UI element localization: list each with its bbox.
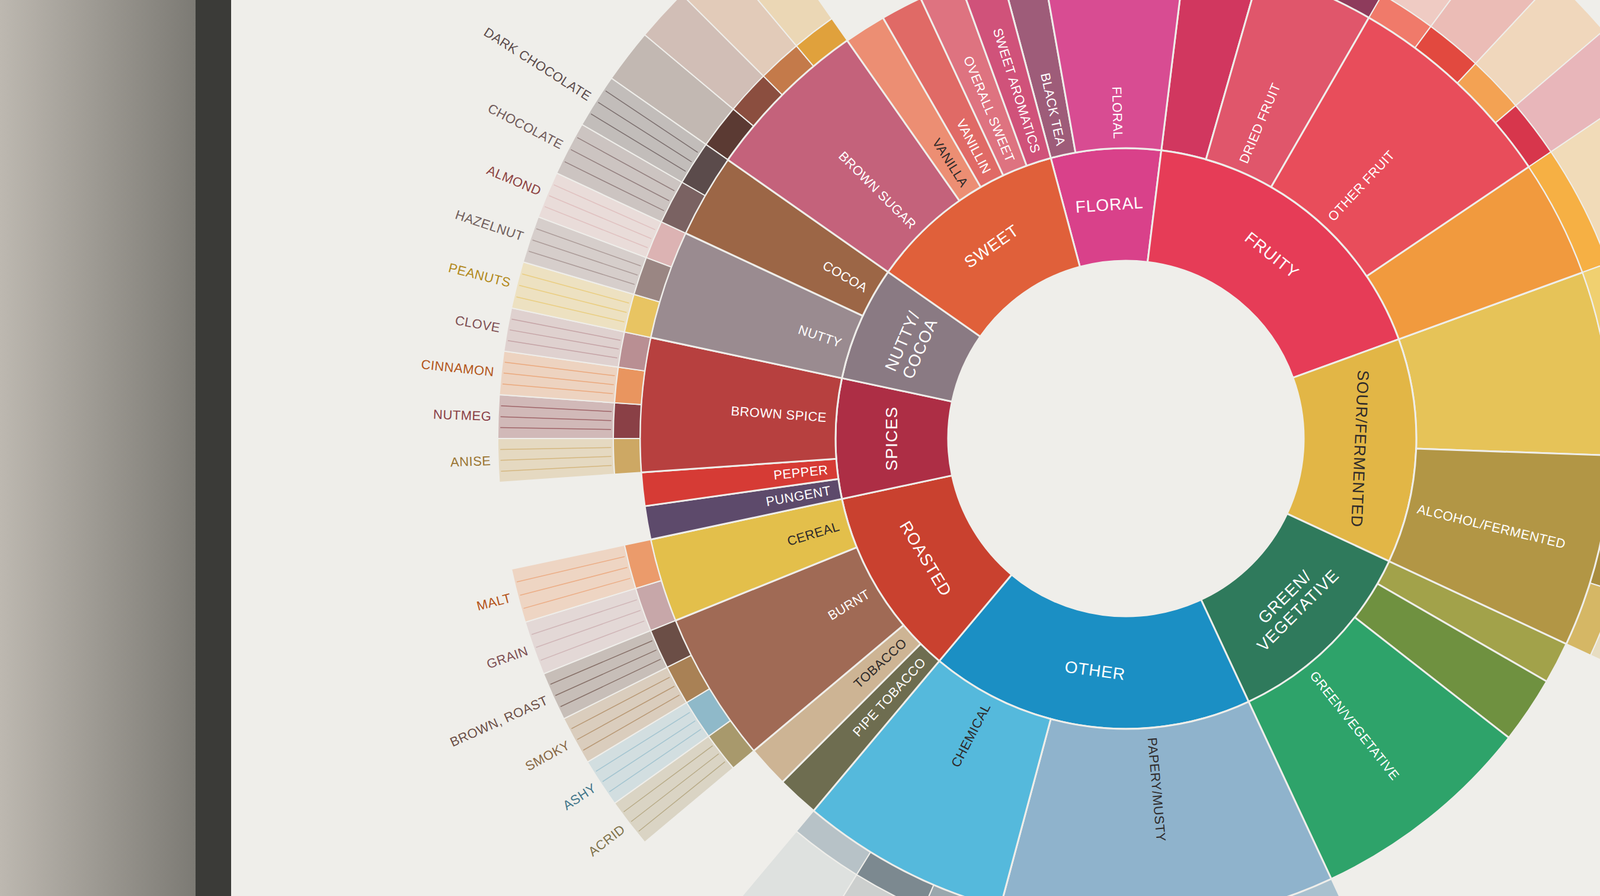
- stripe-fan: [511, 545, 636, 623]
- fan-line: [509, 330, 619, 350]
- fan-line: [560, 658, 661, 707]
- flavor-swatch-bar: [613, 402, 642, 439]
- flavor-bar: ANISE: [495, 436, 644, 485]
- segment-wedge: [1271, 17, 1529, 277]
- segment-shape: [579, 75, 731, 198]
- flavor-label: ANISE: [449, 453, 491, 470]
- fan-line: [544, 206, 648, 248]
- segment-shape: [1268, 14, 1532, 279]
- flavor-label: PEANUTS: [446, 260, 512, 291]
- fan-line: [519, 285, 627, 313]
- fan-line: [564, 161, 665, 211]
- flavor-bar: MALT: [509, 536, 664, 625]
- fan-line: [523, 578, 631, 609]
- fan-line: [500, 456, 612, 461]
- flavor-swatch-bar: [618, 331, 651, 371]
- segment-shape: [1386, 446, 1600, 647]
- fan-line: [500, 465, 612, 472]
- segment-wedge: [1041, 0, 1186, 153]
- fan-line: [605, 90, 698, 153]
- fan-line: [516, 296, 624, 322]
- fan-line: [590, 113, 686, 172]
- flavor-label: BROWN, ROAST: [447, 692, 550, 750]
- flavor-label: MALT: [475, 590, 513, 614]
- segment-wedge: [1389, 448, 1600, 644]
- subcategory-segment: OTHER FRUIT: [1268, 14, 1532, 279]
- flavor-label: GRAIN: [484, 643, 530, 672]
- flavor-bar: [1528, 151, 1600, 272]
- fan-line: [500, 447, 611, 450]
- flavor-label: SMOKY: [522, 737, 573, 775]
- flavor-label: NUTMEG: [432, 407, 492, 425]
- unlabeled-segments: [611, 0, 1600, 896]
- fan-line: [520, 567, 628, 596]
- flavor-swatch-bar: [635, 580, 676, 631]
- flavor-swatch-bar: [614, 367, 645, 405]
- fan-line: [503, 373, 614, 386]
- flavor-label: DARK CHOCOLATE: [481, 24, 594, 104]
- flavor-label: CHOCOLATE: [485, 100, 566, 152]
- fan-line: [500, 405, 612, 412]
- flavor-bar: DARK CHOCOLATE: [579, 75, 731, 198]
- flavor-label: ACRID: [585, 821, 629, 859]
- wall: [0, 0, 196, 896]
- fan-line: [597, 102, 692, 162]
- flavor-label: HAZELNUT: [453, 207, 527, 245]
- fan-line: [516, 556, 625, 582]
- fan-line: [583, 695, 680, 751]
- flavor-swatch-bar: [682, 144, 728, 196]
- segment-shape: [495, 436, 644, 485]
- stripe-fan: [497, 438, 615, 483]
- flavor-swatch-bar: [613, 438, 642, 475]
- flavor-bar: [1582, 263, 1600, 363]
- segment-wedge: [960, 0, 1052, 166]
- flavor-label: CLOVE: [453, 312, 502, 336]
- stripe-fan: [581, 78, 706, 182]
- flavor-label: ASHY: [560, 780, 600, 814]
- subcategory-segment: ALCOHOL/FERMENTED: [1386, 446, 1600, 647]
- flavor-label: ALMOND: [484, 162, 544, 200]
- frame-edge: [195, 0, 232, 896]
- fan-line: [500, 427, 611, 430]
- segment-shape: [509, 536, 664, 625]
- flavor-swatch-bar: [624, 539, 662, 588]
- segment-wedge: [1000, 701, 1332, 896]
- fan-line: [500, 416, 612, 421]
- fan-line: [502, 384, 613, 394]
- flavor-label: CINNAMON: [420, 357, 495, 380]
- category-label: SPICES: [882, 396, 902, 481]
- subcategory-label: FLORAL: [1108, 85, 1126, 139]
- fan-line: [507, 340, 618, 358]
